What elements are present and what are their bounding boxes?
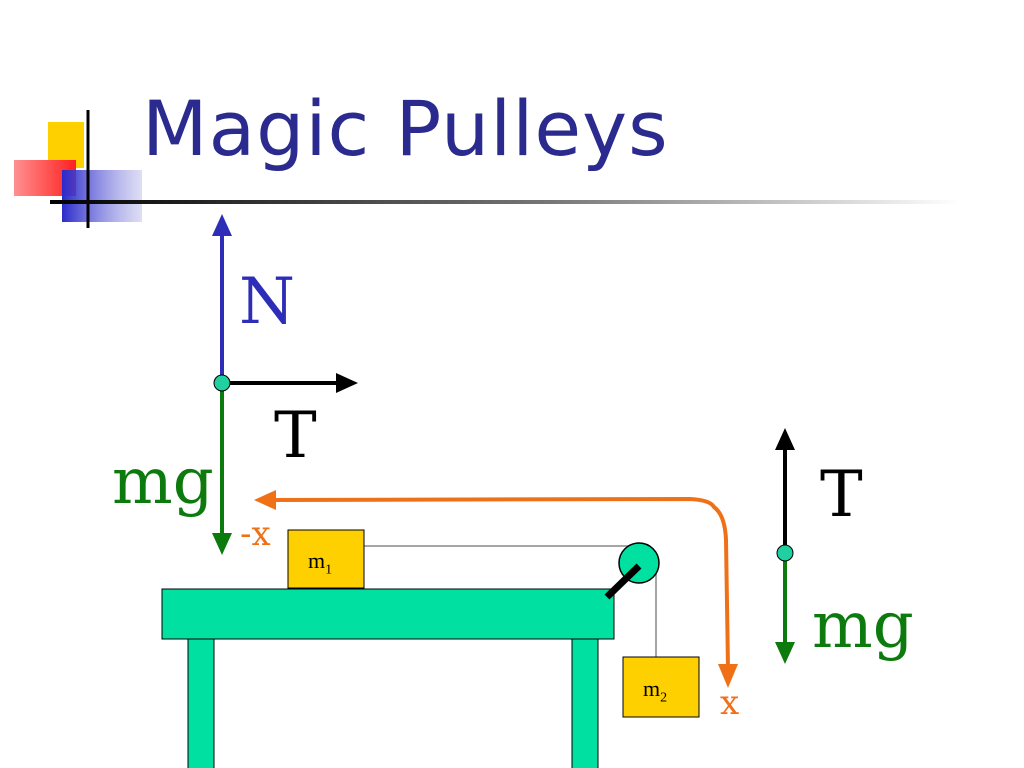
normal-force-label: N: [239, 265, 295, 339]
weight-label-block1: mg: [112, 445, 214, 519]
block-m1-symbol: m: [308, 548, 326, 573]
block-m2-symbol: m: [643, 676, 661, 701]
normal-force-arrowhead: [212, 214, 232, 236]
block-m2-subscript: 2: [660, 690, 668, 706]
block-m1: [287, 529, 365, 589]
table-leg-right: [571, 637, 599, 768]
page-title: Magic Pulleys: [142, 84, 669, 173]
negative-x-label: -x: [240, 514, 271, 554]
weight-force-arrowhead-1: [212, 533, 232, 555]
pulley-mount: [604, 563, 642, 600]
block-m2-label: m2: [643, 676, 667, 706]
tension-label-block1: T: [274, 399, 317, 473]
force-origin-dot-1: [213, 374, 231, 392]
block-m1-label: m1: [308, 548, 332, 578]
tension-force-arrowhead-1: [336, 373, 358, 393]
block-m2: [622, 656, 700, 718]
weight-force-arrowhead-2: [775, 642, 795, 664]
tension-label-block2: T: [820, 458, 863, 532]
force-origin-dot-2: [776, 544, 794, 562]
positive-x-label: x: [720, 683, 740, 723]
tension-force-arrowhead-2: [775, 428, 795, 450]
table-top: [161, 588, 615, 640]
axis-arrow-path: [269, 496, 730, 669]
block-m1-subscript: 1: [325, 562, 333, 578]
weight-label-block2: mg: [812, 589, 914, 663]
title-underline: [50, 200, 960, 204]
axis-arrowhead-positive: [718, 664, 738, 688]
axis-arrowhead-negative: [254, 490, 276, 510]
table-leg-left: [187, 637, 215, 768]
logo-blue-square: [62, 170, 142, 222]
